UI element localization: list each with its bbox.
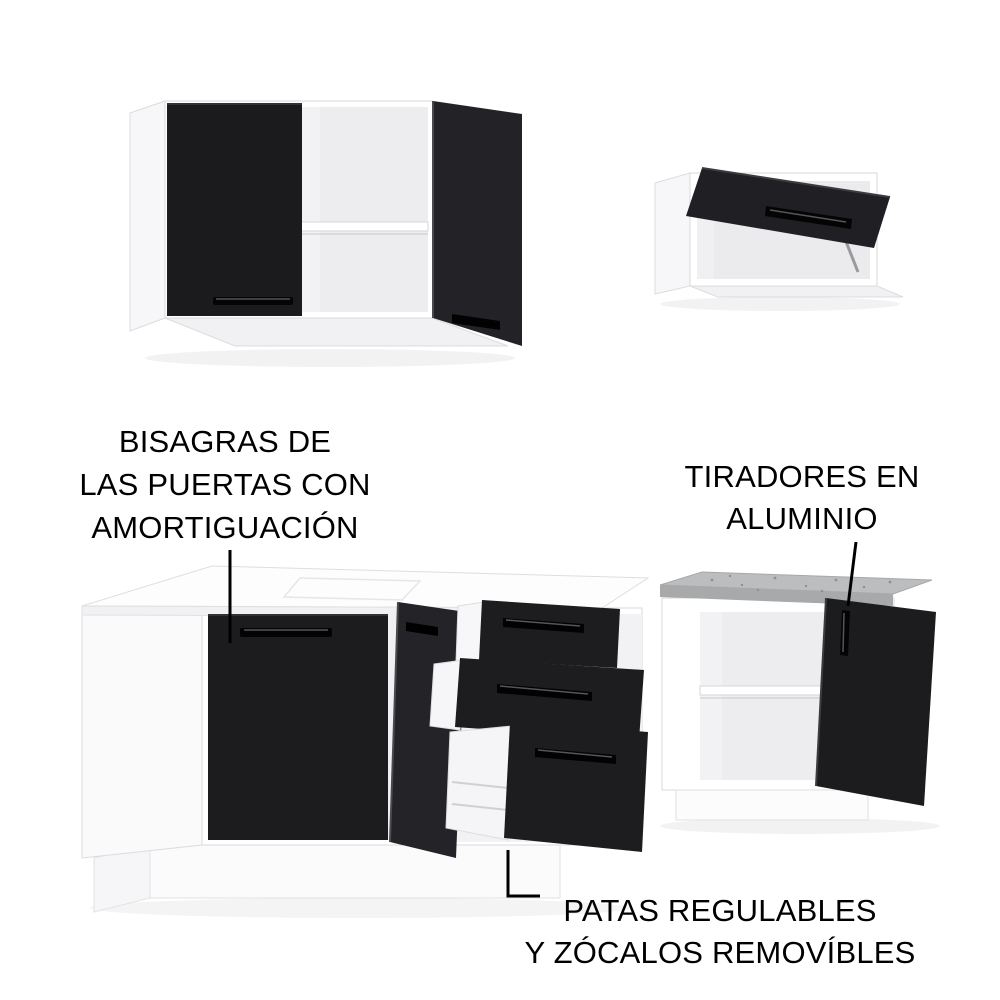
hinges-callout-line: LAS PUERTAS CON [79, 467, 371, 502]
drawer-side [429, 659, 465, 731]
cabinet-bottom-panel [689, 285, 904, 298]
cabinet-shadow [145, 349, 515, 367]
door-handle [452, 314, 500, 330]
cabinet-shadow [660, 818, 940, 834]
cabinet-side-panel [129, 100, 166, 332]
cabinet-door-closed [208, 614, 388, 840]
door-edge-highlight [389, 601, 399, 843]
flip-door-open [686, 168, 890, 248]
drawer-front [504, 722, 648, 852]
cabinet-interior-back [320, 107, 428, 312]
cabinet-door-closed [167, 103, 302, 316]
base-cabinet-single-door [659, 571, 940, 834]
handle-highlight [505, 619, 581, 627]
drawer-front [479, 600, 620, 668]
countertop-detail-line [282, 577, 422, 601]
leader-lines [228, 541, 858, 898]
door-handle [765, 206, 852, 229]
legs-callout: PATAS REGULABLES Y ZÓCALOS REMOVÍBLES [518, 890, 922, 974]
hinges-callout-line: AMORTIGUACIÓN [91, 510, 359, 545]
plinth-front [675, 789, 869, 821]
handle-highlight [769, 209, 847, 223]
hinges-callout-line: BISAGRAS DE [118, 424, 332, 459]
legs-callout-line: Y ZÓCALOS REMOVÍBLES [524, 935, 916, 970]
drawer-rail [451, 781, 509, 789]
cabinet-shadow [90, 898, 630, 918]
door-edge-highlight [815, 597, 827, 787]
handle-highlight [537, 749, 613, 758]
drawer-box [445, 725, 513, 841]
handles-leader-line [846, 541, 858, 607]
countertop-top [81, 565, 650, 609]
drawer-front [455, 658, 644, 740]
cabinet-side-panel [81, 599, 203, 859]
handle-highlight [842, 612, 845, 653]
cabinet-door-open [433, 101, 522, 346]
door-top-bevel [701, 167, 891, 198]
drawer-rail [451, 803, 509, 811]
wall-cabinet-two-door [129, 100, 522, 367]
legs-leader-line [506, 850, 540, 898]
hinges-callout: BISAGRAS DE LAS PUERTAS CON AMORTIGUACIÓ… [60, 420, 390, 549]
base-cabinet-doors-drawers [81, 565, 650, 918]
wall-cabinet-flip-door [654, 167, 904, 311]
door-handle [406, 622, 438, 636]
handles-callout-line: TIRADORES EN [684, 459, 920, 494]
legs-callout-line: PATAS REGULABLES [563, 893, 877, 928]
handles-callout-line: ALUMINIO [726, 501, 878, 536]
cabinet-shadow [660, 297, 900, 311]
handles-callout: TIRADORES EN ALUMINIO [668, 456, 936, 540]
cabinet-shelf [299, 221, 429, 232]
handle-highlight [499, 685, 589, 695]
cabinet-side-panel [654, 172, 691, 295]
plinth-front [149, 844, 561, 899]
cabinet-door-open [816, 598, 936, 806]
door-handle [213, 297, 293, 305]
countertop-speckles [710, 574, 892, 593]
